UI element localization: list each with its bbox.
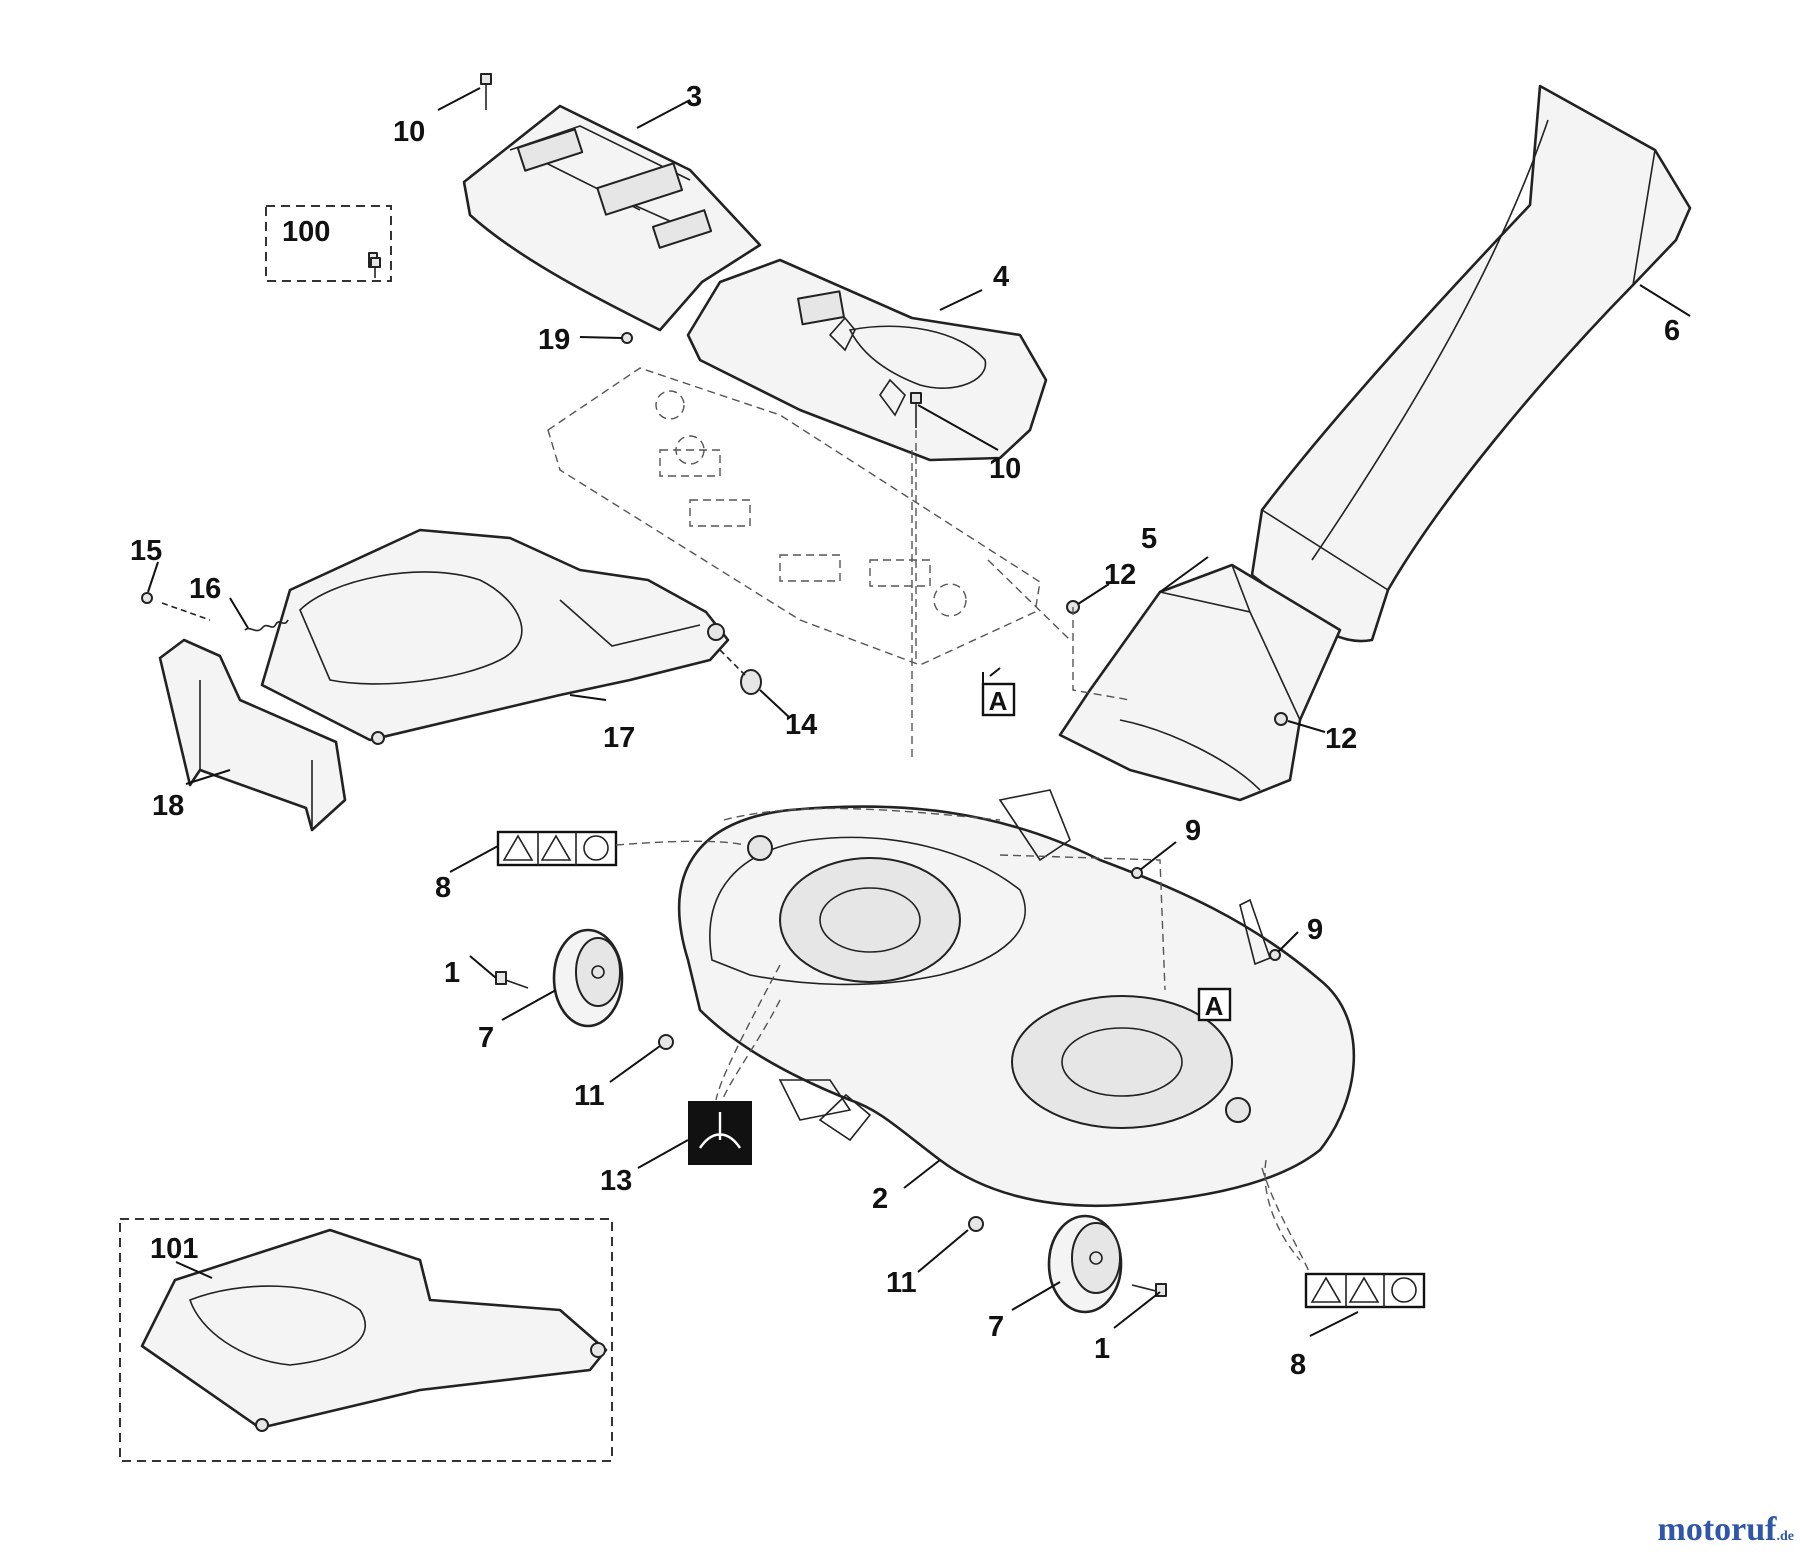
callout-8a: 8 — [435, 872, 451, 904]
reference-marker-a-top: A — [981, 682, 1016, 717]
callout-7a: 7 — [478, 1022, 494, 1054]
part-2-mower-deck — [678, 789, 1356, 1207]
callout-10b: 10 — [989, 453, 1021, 485]
callout-9a: 9 — [1185, 815, 1201, 847]
warning-triangle-icon — [502, 834, 534, 861]
watermark-suffix: .de — [1776, 1529, 1795, 1544]
callout-14: 14 — [785, 709, 817, 741]
warning-triangle-icon — [1310, 1276, 1342, 1303]
reference-marker-a-deck: A — [1197, 987, 1232, 1022]
callout-labels: 10 3 100 4 19 6 10 5 12 15 16 17 14 12 1… — [130, 81, 1680, 1381]
part-7-wheel-rear — [1047, 1214, 1123, 1314]
callout-6: 6 — [1664, 315, 1680, 347]
spring-and-pins — [141, 592, 762, 695]
part-100-screw — [370, 257, 381, 278]
kit-box-100 — [265, 205, 392, 282]
part-4-rear-cover — [686, 258, 1048, 462]
callout-19: 19 — [538, 324, 570, 356]
decal-8-lower — [1304, 1272, 1426, 1309]
hand-hazard-icon — [1348, 1276, 1380, 1303]
deck-plate-outline — [547, 367, 1071, 760]
decal-13 — [688, 1101, 752, 1165]
callout-9b: 9 — [1307, 914, 1323, 946]
guide-lines — [715, 430, 1301, 1261]
callout-11a: 11 — [574, 1080, 605, 1112]
callout-10a: 10 — [393, 116, 425, 148]
callout-1b: 1 — [1094, 1333, 1110, 1365]
callout-16: 16 — [189, 573, 221, 605]
callout-4: 4 — [993, 261, 1009, 293]
callout-7b: 7 — [988, 1311, 1004, 1343]
part-5-funnel — [1058, 563, 1342, 802]
ref-a-text: A — [989, 686, 1008, 716]
callout-5: 5 — [1141, 523, 1157, 555]
callout-100: 100 — [282, 216, 330, 248]
part-101-alt-chute — [140, 1228, 608, 1432]
ref-a-text: A — [1205, 991, 1224, 1021]
hand-hazard-icon — [540, 834, 572, 861]
blade-adjust-decal-icon — [699, 1112, 741, 1149]
callout-12a: 12 — [1104, 559, 1136, 591]
callout-1a: 1 — [444, 957, 460, 989]
watermark: motoruf.de — [1658, 1511, 1794, 1549]
callout-12b: 12 — [1325, 723, 1357, 755]
callout-2: 2 — [872, 1183, 888, 1215]
watermark-text: motoruf — [1657, 1511, 1777, 1548]
kit-box-101 — [119, 1218, 613, 1462]
callout-8b: 8 — [1290, 1349, 1306, 1381]
part-6-chute — [1250, 84, 1692, 643]
leader-lines — [147, 87, 1691, 1337]
part-7-wheel-front — [552, 928, 624, 1028]
callout-11b: 11 — [886, 1267, 917, 1299]
part-18-bracket — [158, 638, 347, 832]
part-3-top-cover — [462, 104, 762, 332]
read-manual-icon — [1391, 1277, 1417, 1303]
part-17-chute-body — [260, 528, 730, 745]
callout-101: 101 — [150, 1233, 198, 1265]
callout-13: 13 — [600, 1165, 632, 1197]
callout-15: 15 — [130, 535, 162, 567]
callout-3: 3 — [686, 81, 702, 113]
callout-18: 18 — [152, 790, 184, 822]
decal-8-upper — [496, 830, 618, 867]
read-manual-icon — [583, 835, 609, 861]
callout-17: 17 — [603, 722, 635, 754]
